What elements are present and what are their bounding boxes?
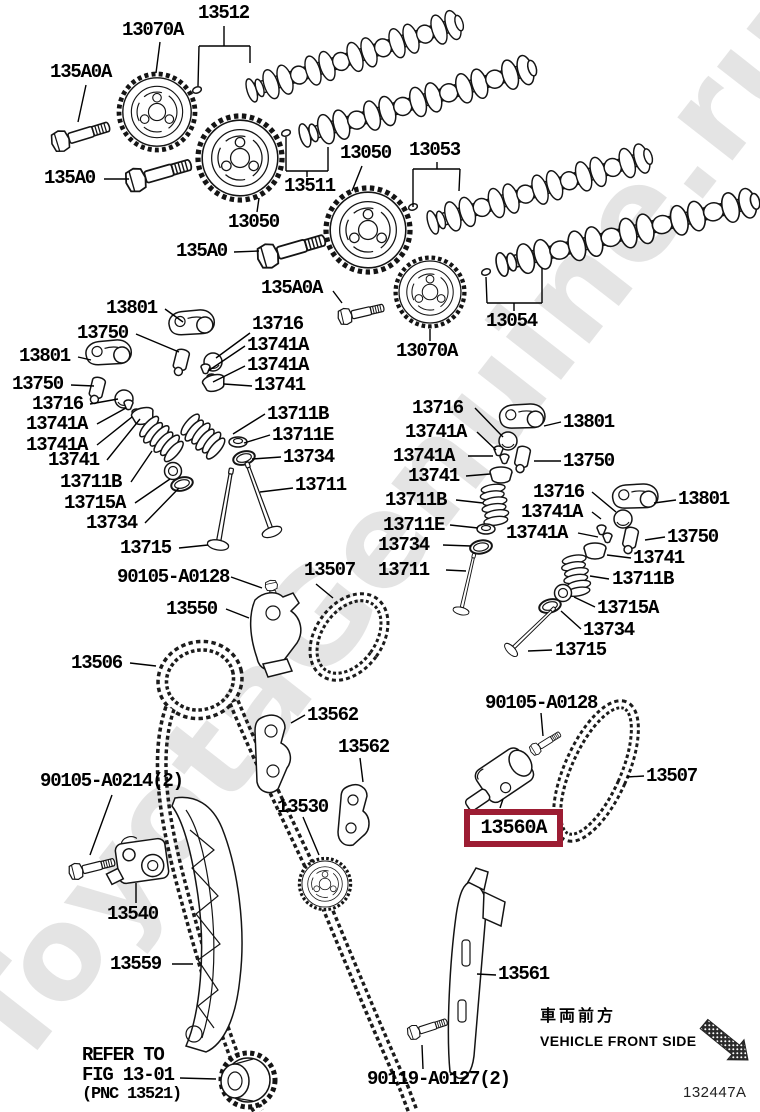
part-label-13741A: 13741A (247, 334, 309, 356)
chain-13507-upper (308, 592, 390, 682)
part-label-135A0: 135A0 (176, 240, 228, 262)
part-label-13741A: 13741A (247, 354, 309, 376)
part-label-13050: 13050 (228, 211, 280, 233)
part-label-13550: 13550 (166, 598, 218, 620)
part-label-13711B: 13711B (385, 489, 447, 511)
part-label-135A0A: 135A0A (50, 61, 112, 83)
part-label-13750: 13750 (667, 526, 719, 548)
part-label-13741A: 13741A (405, 421, 467, 443)
part-label-13741A: 13741A (393, 445, 455, 467)
part-label-13559: 13559 (110, 953, 162, 975)
part-label-13540: 13540 (107, 903, 159, 925)
part-label-13070A: 13070A (122, 19, 184, 41)
part-label-13716: 13716 (252, 313, 304, 335)
direction-text-jp: 車両前方 (540, 1008, 617, 1025)
chain-tensioner-13540 (105, 836, 170, 886)
direction-indicator: 車両前方 VEHICLE FRONT SIDE (540, 1002, 697, 1049)
part-label-13050: 13050 (340, 142, 392, 164)
part-label-13750: 13750 (563, 450, 615, 472)
crankshaft-sprocket-reference (218, 1050, 278, 1110)
part-label-13053: 13053 (409, 139, 461, 161)
part-label-13801: 13801 (678, 488, 730, 510)
part-label-13750: 13750 (12, 373, 64, 395)
part-label-13715A: 13715A (597, 597, 659, 619)
vvt-gear-13070A-top (119, 74, 195, 150)
chain-guide-13559 (171, 796, 243, 1053)
vvt-gear-13070A-center (396, 258, 465, 327)
part-label-90119-A0127(2): 90119-A0127(2) (367, 1068, 511, 1090)
part-label-13562: 13562 (307, 704, 359, 726)
part-label-13562: 13562 (338, 736, 390, 758)
part-label-13734: 13734 (283, 446, 335, 468)
part-label-13741: 13741 (408, 465, 460, 487)
chain-13507-lower (552, 699, 640, 843)
chain-damper-13562-b (337, 784, 370, 847)
part-label-13507: 13507 (304, 559, 356, 581)
part-label-13716: 13716 (533, 481, 585, 503)
reference-note: REFER TO FIG 13-01 (PNC 13521) (82, 1044, 182, 1105)
part-label-13801: 13801 (106, 297, 158, 319)
part-label-13741: 13741 (633, 547, 685, 569)
part-label-13711: 13711 (378, 559, 430, 581)
cam-pin-clips (191, 86, 492, 276)
part-label-13512: 13512 (198, 2, 250, 24)
highlighted-part-box: 13560A (464, 809, 563, 847)
leader-lines (70, 41, 677, 1080)
sprocket-13530 (297, 856, 353, 912)
part-label-13711B: 13711B (267, 403, 329, 425)
part-label-90105-A0214(2): 90105-A0214(2) (40, 770, 184, 792)
reference-note-line1: REFER TO (82, 1044, 165, 1066)
part-label-13741: 13741 (48, 449, 100, 471)
part-label-13801: 13801 (563, 411, 615, 433)
part-label-13715: 13715 (555, 639, 607, 661)
part-label-13511: 13511 (284, 175, 336, 197)
part-label-13507: 13507 (646, 765, 698, 787)
part-label-13734: 13734 (378, 534, 430, 556)
part-label-13715A: 13715A (64, 492, 126, 514)
part-label-135A0: 135A0 (44, 167, 96, 189)
figure-code: 132447A (683, 1084, 747, 1101)
chain-damper-13562-a (254, 714, 292, 794)
vvt-gear-13050-center (326, 188, 410, 272)
front-direction-arrow-icon (699, 1018, 749, 1061)
highlighted-part-number: 13560A (480, 816, 547, 840)
part-label-13506: 13506 (71, 652, 123, 674)
part-label-13561: 13561 (498, 963, 550, 985)
part-label-90105-A0128: 90105-A0128 (485, 692, 598, 714)
part-label-13715: 13715 (120, 537, 172, 559)
direction-text-en: VEHICLE FRONT SIDE (540, 1033, 697, 1049)
label-brackets (197, 26, 543, 311)
part-label-13711E: 13711E (383, 514, 445, 536)
part-label-13734: 13734 (86, 512, 138, 534)
part-label-90105-A0128: 90105-A0128 (117, 566, 230, 588)
reference-note-line2: FIG 13-01 (82, 1064, 175, 1086)
part-label-13711E: 13711E (272, 424, 334, 446)
part-label-13741A: 13741A (521, 501, 583, 523)
part-label-13716: 13716 (32, 393, 84, 415)
part-label-13801: 13801 (19, 345, 71, 367)
part-label-13711B: 13711B (60, 471, 122, 493)
part-label-13070A: 13070A (396, 340, 458, 362)
part-label-13054: 13054 (486, 310, 538, 332)
part-label-13734: 13734 (583, 619, 635, 641)
vvt-gear-13050-left (198, 116, 282, 200)
chain-tensioner-13560A (464, 747, 535, 812)
part-label-13741: 13741 (254, 374, 306, 396)
part-label-13530: 13530 (277, 796, 329, 818)
part-label-13711: 13711 (295, 474, 347, 496)
reference-note-line3: (PNC 13521) (82, 1085, 182, 1104)
part-label-135A0A: 135A0A (261, 277, 323, 299)
tensioner-bracket-13550 (249, 592, 302, 678)
part-label-13750: 13750 (77, 322, 129, 344)
part-label-13741A: 13741A (26, 413, 88, 435)
part-label-13716: 13716 (412, 397, 464, 419)
chain-guide-13561 (447, 867, 506, 1080)
part-label-13741A: 13741A (506, 522, 568, 544)
part-label-13711B: 13711B (612, 568, 674, 590)
part-label-13741A: 13741A (26, 434, 88, 456)
